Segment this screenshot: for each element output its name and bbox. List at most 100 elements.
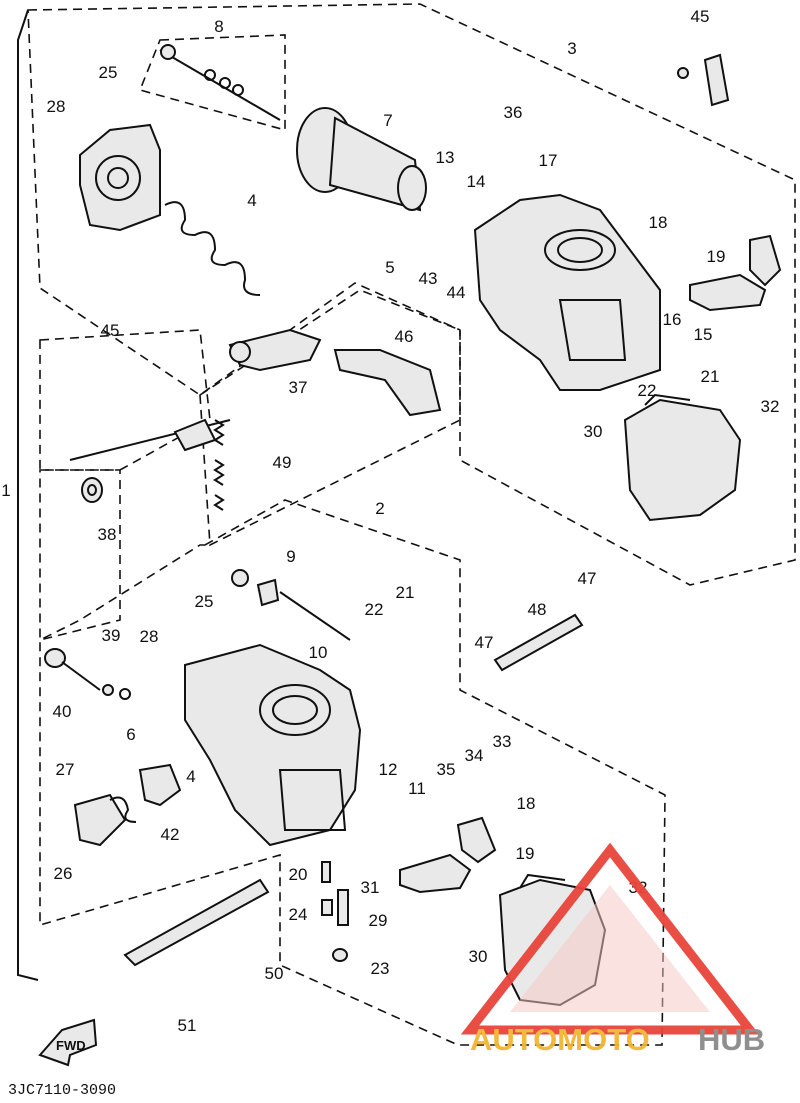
assembly-3-outline (27, 3, 796, 586)
diaphragm-cover-27 (73, 793, 127, 847)
callout-34: 34 (465, 746, 484, 765)
callout-4: 4 (247, 191, 256, 210)
assembly-outlines (17, 3, 796, 1046)
fwd-arrow: FWD (38, 1018, 98, 1067)
sub-group-38-outline (39, 469, 121, 642)
callout-11: 11 (408, 779, 426, 798)
throttle-link (333, 349, 442, 417)
callout-18: 18 (649, 213, 668, 232)
choke-lever-bracket (228, 328, 322, 372)
callout-44: 44 (447, 283, 466, 302)
watermark-triangle-icon (460, 842, 760, 1035)
sub-group-8-outline (138, 34, 286, 132)
callout-50: 50 (265, 964, 284, 983)
automotohub-watermark: AUTOMOTO HUB (460, 842, 765, 1057)
jet-needle-set (159, 44, 281, 121)
callout-5: 5 (385, 258, 394, 277)
callout-19: 19 (707, 247, 726, 266)
callout-47: 47 (578, 569, 597, 588)
callout-6: 6 (126, 725, 135, 744)
fuel-hose-fitting-lower (399, 816, 497, 894)
callout-26: 26 (54, 864, 73, 883)
watermark-hub: HUB (698, 1022, 765, 1057)
callout-30: 30 (584, 422, 603, 441)
callout-25: 25 (99, 63, 118, 82)
callout-22: 22 (638, 381, 657, 400)
callout-48: 48 (528, 600, 547, 619)
callout-15: 15 (694, 325, 713, 344)
callout-2: 2 (375, 499, 384, 518)
callout-14: 14 (467, 172, 486, 191)
callout-46: 46 (395, 327, 414, 346)
callout-9: 9 (286, 547, 295, 566)
callout-45: 45 (101, 321, 120, 340)
callout-8: 8 (214, 17, 223, 36)
washer-38 (81, 477, 103, 503)
callout-13: 13 (436, 148, 455, 167)
callout-4: 4 (186, 767, 195, 786)
callout-43: 43 (419, 269, 438, 288)
callout-49: 49 (273, 453, 292, 472)
mounting-bracket-50 (123, 878, 270, 967)
callout-23: 23 (371, 959, 390, 978)
callout-20: 20 (289, 865, 308, 884)
diagram-code: 3JC7110-3090 (8, 1082, 116, 1099)
callout-28: 28 (47, 97, 66, 116)
fuel-hose-fitting-upper (689, 234, 782, 312)
callout-21: 21 (701, 367, 720, 386)
callout-31: 31 (361, 878, 380, 897)
fuel-pipe-48 (493, 613, 584, 672)
callout-10: 10 (309, 643, 328, 662)
callout-29: 29 (369, 911, 388, 930)
callout-35: 35 (437, 760, 456, 779)
main-jet-stack (321, 861, 349, 962)
piston-valve (296, 107, 427, 212)
throttle-shaft (69, 418, 231, 461)
callout-12: 12 (379, 760, 398, 779)
callout-28: 28 (140, 627, 159, 646)
callout-1: 1 (1, 481, 10, 500)
callout-37: 37 (289, 378, 308, 397)
callout-33: 33 (493, 732, 512, 751)
callout-21: 21 (396, 583, 415, 602)
callout-38: 38 (98, 525, 117, 544)
upper-carburetor-parts (69, 44, 782, 522)
upper-carburetor-body (473, 193, 661, 391)
callout-25: 25 (195, 592, 214, 611)
piston-spring (164, 201, 261, 296)
callout-18: 18 (517, 794, 536, 813)
callout-36: 36 (504, 103, 523, 122)
callout-32: 32 (761, 397, 780, 416)
accelerator-pump-6 (109, 763, 182, 823)
callout-16: 16 (663, 310, 682, 329)
callout-45: 45 (691, 7, 710, 26)
callout-3: 3 (567, 39, 576, 58)
carburetor-top-cover (79, 123, 161, 232)
callout-30: 30 (469, 947, 488, 966)
pilot-screw-set-9 (231, 569, 351, 641)
assembly-1-bracket (17, 9, 39, 981)
watermark-auto: AUTOMOTO (470, 1022, 650, 1057)
callout-39: 39 (102, 626, 121, 645)
callout-19: 19 (516, 844, 535, 863)
callout-42: 42 (161, 825, 180, 844)
callout-7: 7 (383, 111, 392, 130)
fwd-label: FWD (56, 1038, 86, 1053)
lower-carburetor-body (184, 643, 362, 847)
link-spring-49 (213, 419, 225, 511)
callout-24: 24 (289, 905, 308, 924)
throttle-stop-screw-45 (677, 53, 730, 107)
callout-47: 47 (475, 633, 494, 652)
sub-group-49-outline (199, 289, 461, 547)
choke-plunger-40 (44, 648, 131, 700)
callout-22: 22 (365, 600, 384, 619)
assembly-2-outline (39, 499, 666, 1046)
callout-51: 51 (178, 1016, 197, 1035)
callout-17: 17 (539, 151, 558, 170)
upper-float-bowl (623, 393, 742, 522)
sub-group-45-outline (39, 329, 211, 471)
callout-40: 40 (53, 702, 72, 721)
callout-27: 27 (56, 760, 75, 779)
